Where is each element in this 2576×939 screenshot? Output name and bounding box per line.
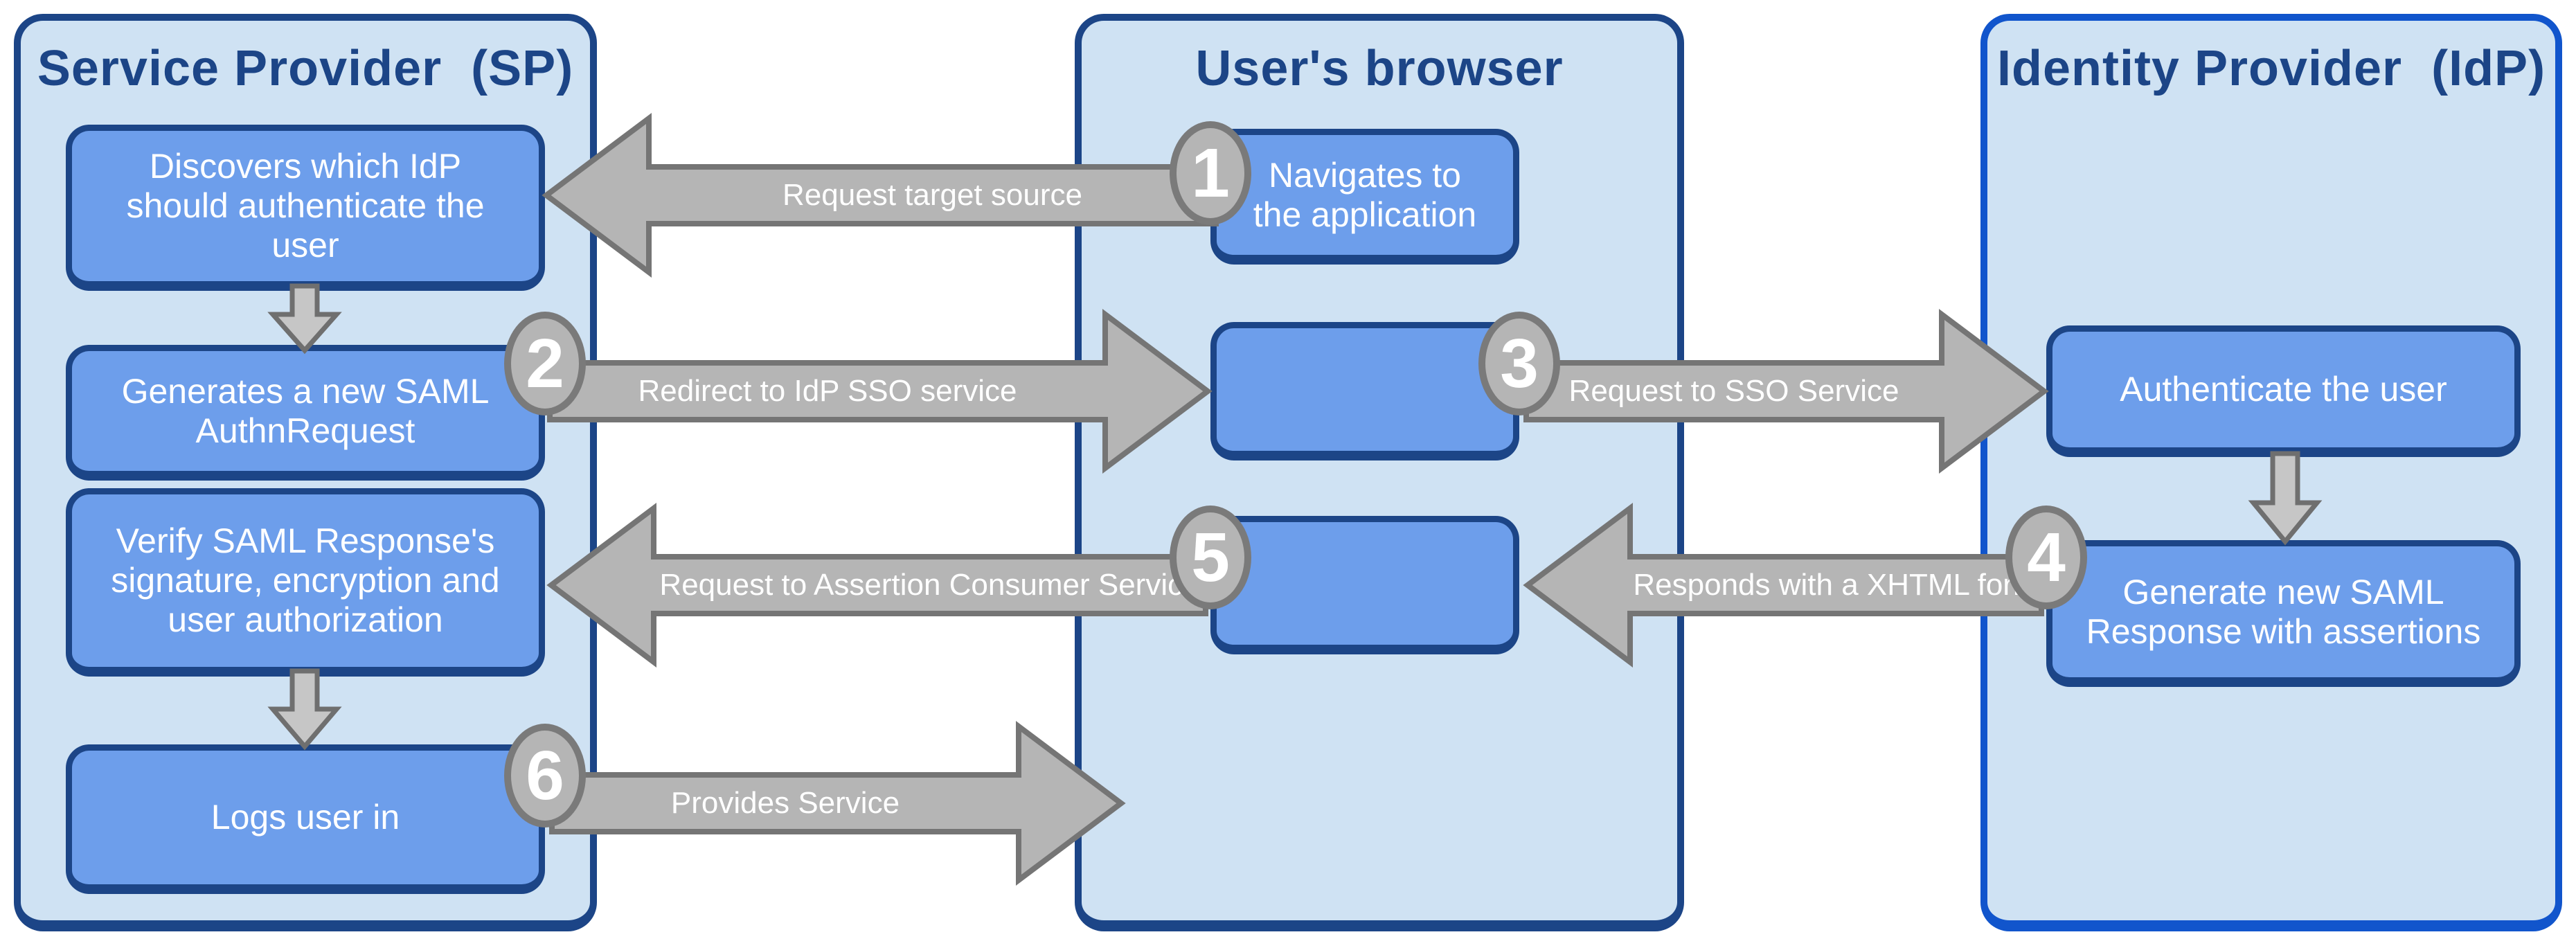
left-arrow-icon — [542, 113, 1219, 278]
node-browser-relay-sso — [1210, 322, 1519, 460]
node-verify-saml-response: Verify SAML Response's signature, encryp… — [66, 488, 545, 677]
panel-title-identity-provider: Identity Provider (IdP) — [1996, 41, 2546, 96]
arrow-request-to-sso-service-label: Request to SSO Service — [1568, 374, 1899, 408]
step-badge-4: 4 — [2005, 506, 2087, 609]
arrow-responds-with-xhtml-form-label: Responds with a XHTML form — [1633, 568, 2039, 602]
arrow-redirect-to-idp-sso: Redirect to IdP SSO service — [547, 308, 1213, 474]
node-authenticate-user-label: Authenticate the user — [2120, 370, 2447, 409]
arrow-provides-service-label: Provides Service — [670, 786, 900, 820]
node-generates-authn-request-label: Generates a new SAML AuthnRequest — [121, 371, 490, 450]
step-badge-6: 6 — [504, 724, 586, 828]
node-navigates-to-application: Navigates to the application — [1210, 129, 1519, 265]
node-logs-user-in-label: Logs user in — [211, 798, 400, 837]
step-badge-3: 3 — [1478, 312, 1560, 415]
arrow-request-target-source: Request target source — [542, 112, 1219, 278]
node-browser-relay-acs — [1210, 516, 1519, 654]
panel-title-users-browser: User's browser — [1195, 41, 1564, 96]
arrow-request-to-assertion-consumer-service-label: Request to Assertion Consumer Service — [659, 568, 1200, 602]
node-verify-saml-response-label: Verify SAML Response's signature, encryp… — [111, 521, 500, 639]
step-badge-1: 1 — [1170, 121, 1251, 225]
arrow-request-to-assertion-consumer-service: Request to Assertion Consumer Service — [546, 502, 1208, 668]
arrow-redirect-to-idp-sso-label: Redirect to IdP SSO service — [638, 374, 1017, 408]
node-generate-saml-response: Generate new SAML Response with assertio… — [2046, 540, 2521, 687]
left-arrow-icon — [546, 503, 1208, 668]
down-arrow-icon — [267, 283, 342, 355]
node-logs-user-in: Logs user in — [66, 744, 545, 894]
arrow-responds-with-xhtml-form: Responds with a XHTML form — [1523, 502, 2044, 668]
node-authenticate-user: Authenticate the user — [2046, 325, 2521, 457]
arrow-provides-service: Provides Service — [549, 720, 1126, 886]
step-badge-2: 2 — [504, 312, 586, 415]
down-arrow-icon — [2248, 451, 2323, 546]
arrow-request-target-source-label: Request target source — [782, 178, 1082, 212]
left-arrow-icon — [1523, 503, 2044, 668]
node-discovers-idp-label: Discovers which IdP should authenticate … — [126, 147, 485, 265]
node-navigates-to-application-label: Navigates to the application — [1253, 155, 1477, 234]
node-discovers-idp: Discovers which IdP should authenticate … — [66, 125, 545, 291]
step-badge-5: 5 — [1170, 506, 1251, 609]
node-generate-saml-response-label: Generate new SAML Response with assertio… — [2086, 572, 2481, 651]
panel-title-service-provider: Service Provider (SP) — [37, 41, 574, 96]
right-arrow-icon — [547, 309, 1213, 474]
down-arrow-icon — [267, 668, 342, 751]
right-arrow-icon — [549, 721, 1126, 886]
right-arrow-icon — [1523, 309, 2049, 474]
node-generates-authn-request: Generates a new SAML AuthnRequest — [66, 345, 545, 481]
arrow-request-to-sso-service: Request to SSO Service — [1523, 308, 2049, 474]
